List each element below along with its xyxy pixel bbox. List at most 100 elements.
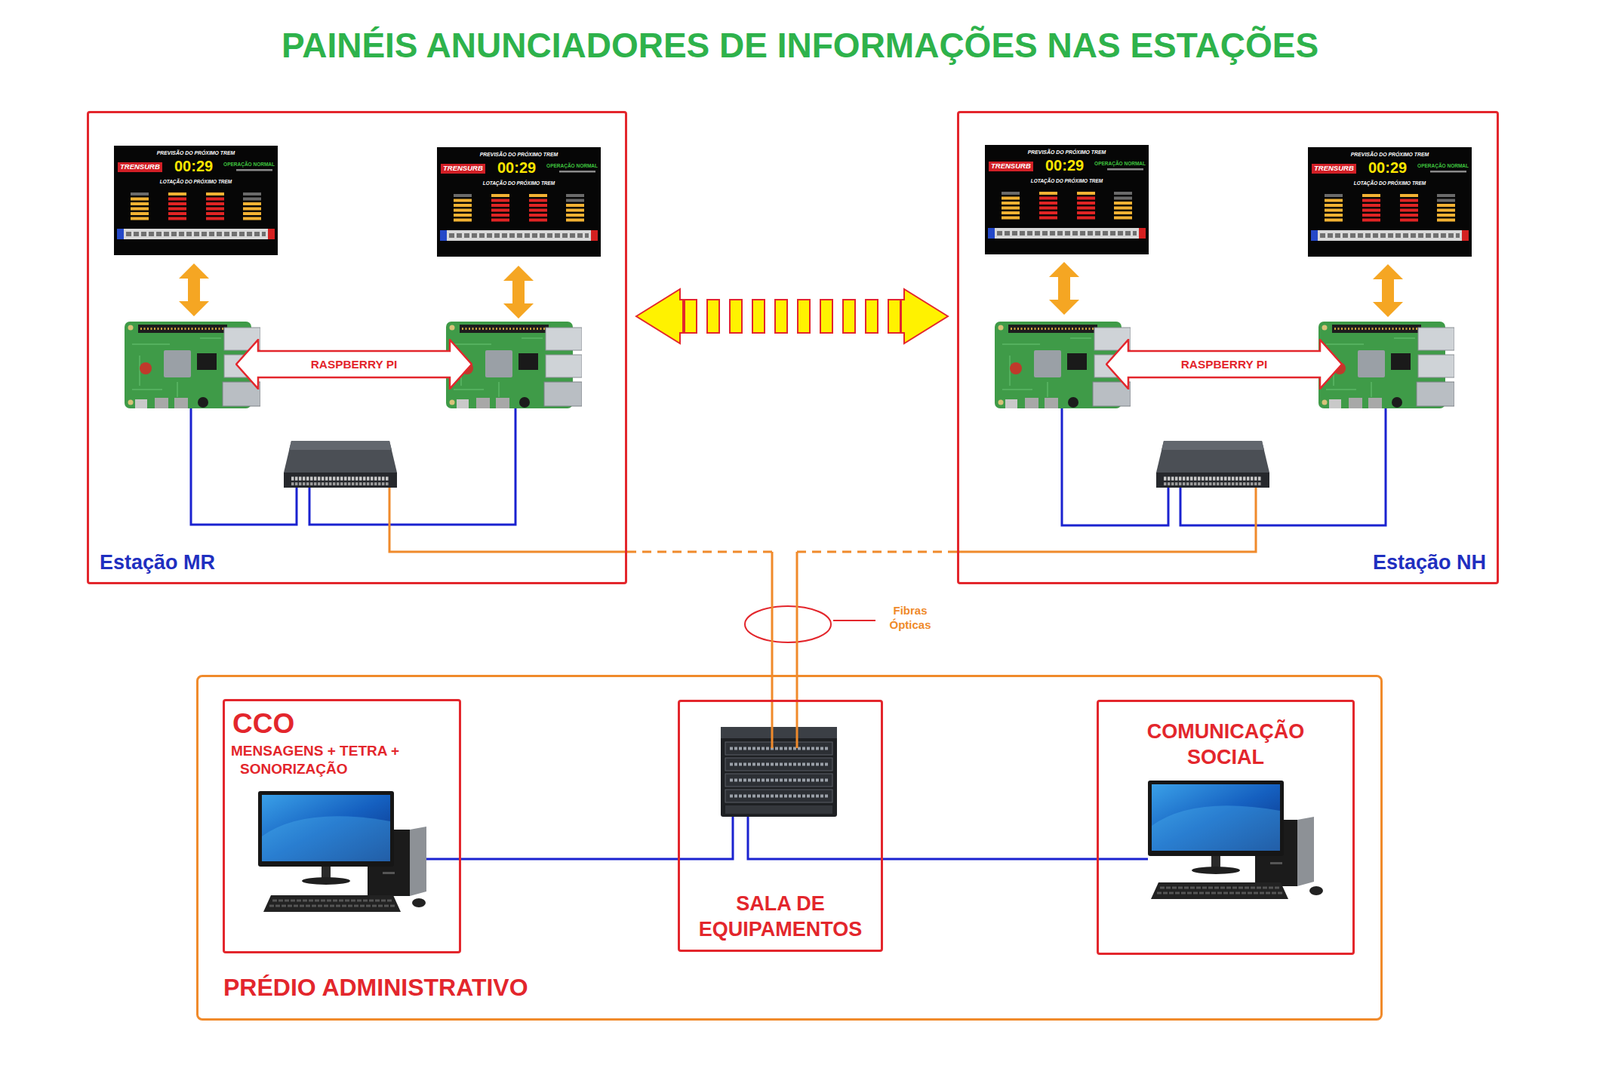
connector bbox=[627, 551, 773, 700]
panel-subheading: LOTAÇÃO DO PRÓXIMO TREM bbox=[1307, 180, 1472, 186]
connector-segment bbox=[729, 299, 742, 333]
display-panel: PREVISÃO DO PRÓXIMO TREM TRENSURB 00:29 OPE… bbox=[984, 144, 1149, 255]
room-label: SALA DE EQUIPAMENTOS bbox=[680, 890, 881, 942]
ethernet-cable bbox=[426, 858, 462, 861]
room-label: COMUNICAÇÃO SOCIAL bbox=[1127, 718, 1324, 770]
room-box: COMUNICAÇÃO SOCIAL bbox=[1096, 699, 1355, 955]
status-text: OPERAÇÃO NORMAL bbox=[546, 163, 598, 169]
status-text: OPERAÇÃO NORMAL bbox=[1094, 160, 1146, 167]
computer-workstation bbox=[1150, 882, 1289, 899]
room-box: SALA DE EQUIPAMENTOS bbox=[677, 699, 884, 952]
building-box: PRÉDIO ADMINISTRATIVO CCOMENSAGENS + TETR… bbox=[196, 674, 1383, 1021]
room-description: MENSAGENS + TETRA + SONORIZAÇÃO bbox=[230, 741, 403, 779]
countdown-time: 00:29 bbox=[497, 160, 536, 176]
connector bbox=[636, 289, 948, 344]
orange-double-arrow bbox=[1049, 261, 1080, 315]
fiber-bundle-callout bbox=[833, 619, 876, 622]
fiber-optic-line bbox=[389, 487, 1256, 552]
computer-workstation bbox=[258, 780, 1324, 912]
panel-subheading: LOTAÇÃO DO PRÓXIMO TREM bbox=[984, 178, 1149, 184]
room-label: CCO bbox=[232, 708, 295, 740]
status-text: OPERAÇÃO NORMAL bbox=[1417, 163, 1469, 169]
building-label: PRÉDIO ADMINISTRATIVO bbox=[223, 973, 529, 1002]
status-text: OPERAÇÃO NORMAL bbox=[223, 161, 275, 167]
core-switch-chassis bbox=[720, 726, 837, 817]
computer-workstation bbox=[1309, 886, 1324, 896]
ethernet-cable bbox=[747, 816, 884, 859]
computer-workstation bbox=[263, 895, 401, 912]
display-panel: PREVISÃO DO PRÓXIMO TREM TRENSURB 00:29 OPE… bbox=[113, 145, 278, 256]
connector-arrowhead bbox=[636, 289, 684, 344]
panel-heading: PREVISÃO DO PRÓXIMO TREM bbox=[984, 149, 1149, 156]
connector bbox=[796, 551, 957, 700]
orange-double-arrow bbox=[1372, 264, 1404, 317]
fiber-optic-line bbox=[796, 699, 799, 748]
network-switch bbox=[283, 440, 1270, 488]
arrow-label: RASPBERRY PI bbox=[235, 357, 473, 372]
connector-line bbox=[771, 551, 774, 700]
computer-workstation bbox=[1147, 780, 1284, 874]
station-box: Estação MR PREVISÃO DO PRÓXIMO TREM TRENSU… bbox=[86, 110, 628, 585]
arrow-outline bbox=[1106, 339, 1342, 389]
logo-text: TRENSURB bbox=[440, 163, 486, 174]
connector-line bbox=[883, 858, 1097, 861]
panel-subheading: LOTAÇÃO DO PRÓXIMO TREM bbox=[436, 180, 601, 186]
display-panel-art bbox=[113, 144, 1472, 257]
arrow-outline bbox=[236, 339, 472, 389]
fiber-optic-line bbox=[772, 699, 797, 748]
fiber-optic-line bbox=[771, 699, 774, 748]
diagram-title: PAINÉIS ANUNCIADORES DE INFORMAÇÕES NAS … bbox=[0, 26, 1600, 65]
connector-segment bbox=[843, 299, 856, 333]
connector-line bbox=[461, 858, 678, 861]
countdown-time: 00:29 bbox=[174, 158, 213, 174]
ethernet-cable bbox=[190, 408, 297, 525]
connector-segment bbox=[865, 299, 878, 333]
ethernet-cable bbox=[1061, 408, 1169, 526]
connector-segment bbox=[797, 299, 810, 333]
computer-workstation bbox=[258, 790, 394, 885]
display-panel: PREVISÃO DO PRÓXIMO TREM TRENSURB 00:29 OPE… bbox=[1307, 147, 1472, 257]
network-switch bbox=[283, 440, 397, 488]
display-panel-art bbox=[436, 147, 601, 257]
display-panel: PREVISÃO DO PRÓXIMO TREM TRENSURB 00:29 OPE… bbox=[436, 147, 601, 257]
connector-segment bbox=[820, 299, 833, 333]
raspberry-pi-board bbox=[124, 321, 1455, 409]
connector-line bbox=[796, 551, 799, 700]
raspberry-link-arrow: RASPBERRY PI bbox=[235, 338, 473, 390]
ethernet-cable bbox=[677, 816, 733, 859]
panel-heading: PREVISÃO DO PRÓXIMO TREM bbox=[1307, 151, 1472, 158]
logo-text: TRENSURB bbox=[1311, 163, 1357, 174]
connector-segment bbox=[775, 299, 788, 333]
connector-segment bbox=[707, 299, 720, 333]
logo-text: TRENSURB bbox=[117, 162, 163, 173]
ethernet-cable bbox=[1096, 858, 1148, 861]
connector-line bbox=[627, 550, 773, 554]
callout-label: Fibras Ópticas bbox=[881, 603, 939, 633]
display-panel-art bbox=[1307, 147, 1472, 257]
panel-heading: PREVISÃO DO PRÓXIMO TREM bbox=[113, 150, 278, 157]
fiber-optic-line bbox=[389, 487, 628, 552]
station-label: Estação MR bbox=[99, 550, 216, 575]
station-label: Estação NH bbox=[1372, 550, 1487, 575]
fiber-optic-line bbox=[956, 487, 1256, 552]
connector-segment bbox=[684, 299, 697, 333]
countdown-time: 00:29 bbox=[1045, 157, 1084, 173]
computer-workstation bbox=[412, 898, 426, 908]
connector bbox=[461, 858, 678, 860]
connector-segment bbox=[752, 299, 765, 333]
logo-text: TRENSURB bbox=[988, 161, 1034, 172]
connector bbox=[883, 858, 1097, 860]
fiber-bundle-callout bbox=[744, 606, 876, 643]
orange-double-arrow bbox=[503, 265, 534, 319]
countdown-time: 00:29 bbox=[1368, 160, 1407, 176]
display-panel-art bbox=[113, 145, 278, 256]
panel-heading: PREVISÃO DO PRÓXIMO TREM bbox=[436, 151, 601, 158]
connector-line bbox=[796, 550, 957, 554]
raspberry-link-arrow: RASPBERRY PI bbox=[1105, 338, 1343, 390]
room-box: CCOMENSAGENS + TETRA + SONORIZAÇÃO bbox=[222, 698, 462, 954]
arrow-label: RASPBERRY PI bbox=[1105, 357, 1343, 372]
orange-double-arrow bbox=[178, 261, 1404, 319]
connector-arrowhead bbox=[901, 289, 948, 344]
panel-subheading: LOTAÇÃO DO PRÓXIMO TREM bbox=[113, 178, 278, 185]
